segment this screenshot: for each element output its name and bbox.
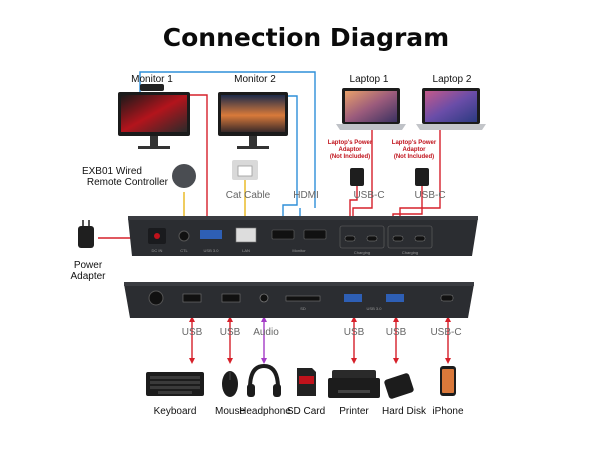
front-usb-4 [386,294,404,302]
remote-label-line2: Remote Controller [87,177,169,188]
monitor2-label: Monitor 2 [234,74,276,85]
front-usbc [440,294,454,302]
usbc-port-2b [414,235,426,242]
svg-text:(Not Included): (Not Included) [330,154,370,160]
laptop1-label: Laptop 1 [350,74,389,85]
laptop1-adapter-cable [349,186,358,228]
svg-text:CTL: CTL [180,248,188,253]
front-sd-slot [285,295,321,302]
monitor1 [118,84,190,149]
dock-front: SD USB 3.0 [124,282,474,318]
usb-label-2: USB [220,327,241,338]
front-usb-1 [182,293,202,303]
svg-text:USB 3.0: USB 3.0 [367,306,383,311]
laptop2-power-brick [415,168,429,186]
usb-label-4: USB [386,327,407,338]
hard-disk-icon [384,373,414,399]
laptop1-power-brick [350,168,364,186]
ethernet-icon [232,160,258,180]
laptop2-label: Laptop 2 [433,74,472,85]
svg-text:Charging: Charging [354,250,370,255]
remote-controller [172,164,196,188]
dock-back: DC IN CTL USB 3.0 LAN Monitor Charging C… [128,216,478,256]
usbc-label-top1: USB-C [353,190,384,201]
usb-port-back [200,230,222,239]
front-power-button [148,290,164,306]
usbc-port-2a [392,235,404,242]
front-audio-jack [259,293,269,303]
front-usb-3 [344,294,362,302]
monitor1-label: Monitor 1 [131,74,173,85]
usb-label-1: USB [182,327,203,338]
svg-text:USB 3.0: USB 3.0 [204,248,220,253]
svg-text:Adaptor: Adaptor [403,147,427,153]
usbc-label-top2: USB-C [414,190,445,201]
laptop1 [336,88,406,130]
hdmi-port-2 [303,229,327,240]
sd-card-label: SD Card [287,406,325,417]
svg-text:Adaptor: Adaptor [339,147,363,153]
laptop1-power-note: Laptop's Power Adaptor (Not Included) [328,140,373,160]
cable-arrows-purple [261,316,267,364]
headphone-icon [247,363,281,397]
svg-text:(Not Included): (Not Included) [394,154,434,160]
hard-disk-label: Hard Disk [382,406,427,417]
lan-port [235,227,257,243]
svg-text:Laptop's Power: Laptop's Power [392,140,437,146]
svg-text:Charging: Charging [402,250,418,255]
keyboard-label: Keyboard [154,406,197,417]
cat-cable-label: Cat Cable [226,190,271,201]
usb-label-3: USB [344,327,365,338]
svg-text:DC IN: DC IN [152,248,163,253]
mouse-label: Mouse [215,406,245,417]
usbc-port-1a [344,235,356,242]
power-label-line2: Adapter [70,271,106,282]
headphone-label: Headphone [239,406,291,417]
svg-text:Monitor: Monitor [292,248,306,253]
ctl-port [178,230,190,242]
usbc-label-bottom: USB-C [430,327,461,338]
hdmi-label: HDMI [293,190,319,201]
svg-text:LAN: LAN [242,248,250,253]
iphone-label: iPhone [432,406,464,417]
sd-card-icon [297,368,316,396]
laptop2-power-note: Laptop's Power Adaptor (Not Included) [392,140,437,160]
monitor2-blue-cable [272,95,298,228]
power-label-line1: Power [74,260,103,271]
audio-label: Audio [253,327,279,338]
iphone-icon [440,366,456,396]
printer-label: Printer [339,406,369,417]
power-adapter [78,220,94,248]
usbc-port-1b [366,235,378,242]
laptop2 [416,88,486,130]
keyboard-icon [146,372,204,396]
monitor2 [218,92,288,149]
front-usb-2 [221,293,241,303]
svg-text:Laptop's Power: Laptop's Power [328,140,373,146]
svg-text:SD: SD [300,306,306,311]
printer-icon [328,370,380,398]
remote-label-line1: EXB01 Wired [82,166,142,177]
mouse-icon [222,371,238,397]
hdmi-port-1 [271,229,295,240]
diagram-title: Connection Diagram [163,23,449,52]
